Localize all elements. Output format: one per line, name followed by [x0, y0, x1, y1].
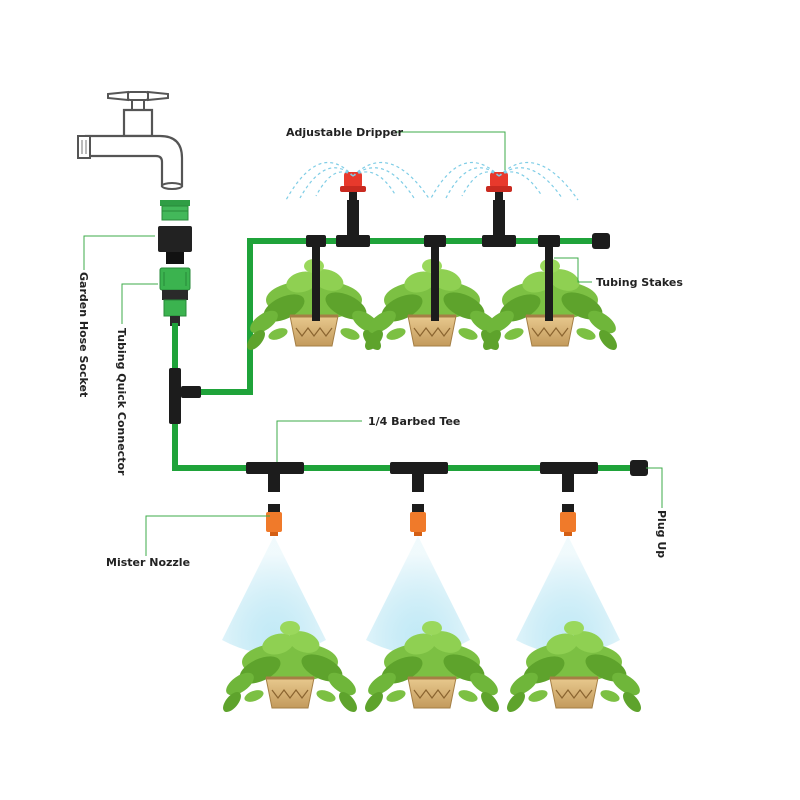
mist-spray-2 [366, 536, 470, 654]
main-tubing [172, 238, 633, 471]
tubing-stakes-icon [312, 247, 553, 321]
mister-nozzle-icon-1 [266, 504, 282, 536]
barbed-tee-2 [390, 462, 448, 492]
label-garden-hose-socket: Garden Hose Socket [77, 272, 90, 397]
upper-tee-2 [482, 200, 516, 247]
label-plug-up: Plug Up [655, 510, 668, 558]
leader-lines [83, 131, 663, 556]
upper-plug-icon [592, 233, 610, 249]
label-barbed-tee: 1/4 Barbed Tee [368, 415, 460, 428]
main-tee-fitting [169, 368, 201, 424]
label-tubing-quick-connector: Tubing Quick Connector [115, 328, 128, 476]
mister-nozzle-icon-2 [410, 504, 426, 536]
mister-nozzle-icon-3 [560, 504, 576, 536]
upper-tee-1 [336, 200, 370, 247]
adjustable-dripper-icon-2 [486, 172, 512, 202]
dripper-spray-1 [285, 161, 431, 201]
garden-hose-socket-icon [158, 200, 192, 264]
plug-up-icon [630, 460, 648, 476]
label-adjustable-dripper: Adjustable Dripper [286, 126, 404, 139]
label-mister-nozzle: Mister Nozzle [106, 556, 190, 569]
mist-spray-1 [222, 536, 326, 654]
faucet-icon [77, 90, 184, 190]
mist-spray-3 [516, 536, 620, 654]
dripper-spray-2 [429, 161, 579, 201]
barbed-tee-1 [246, 462, 304, 492]
label-tubing-stakes: Tubing Stakes [596, 276, 683, 289]
adjustable-dripper-icon-1 [340, 172, 366, 202]
barbed-tee-3 [540, 462, 598, 492]
tubing-quick-connector-icon [159, 267, 191, 326]
